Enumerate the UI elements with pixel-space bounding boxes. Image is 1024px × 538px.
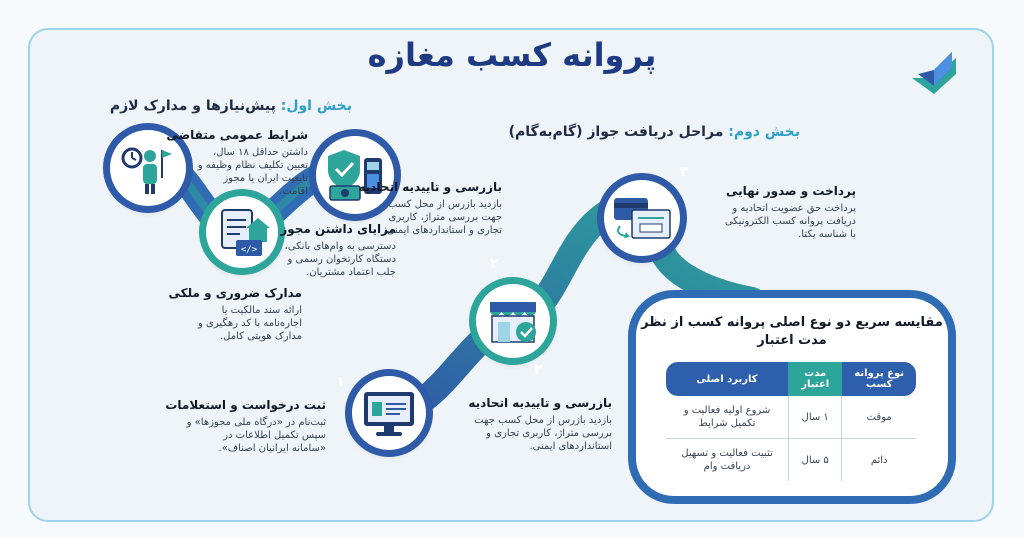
section2-heading: بخش دوم: مراحل دریافت جواز (گام‌به‌گام) xyxy=(508,124,800,140)
step1-text: ثبت‌نام در «درگاه ملی مجوزها» و سپس تکمی… xyxy=(186,417,326,454)
svg-text:</>: </> xyxy=(241,245,258,255)
comparison-table: نوع پروانه کسب مدت اعتبار کاربرد اصلی مو… xyxy=(666,362,916,481)
computer-emblem-icon xyxy=(364,392,414,436)
step-number: ۳ xyxy=(680,164,689,180)
table-row: موقت ۱ سال شروع اولیه فعالیت و تکمیل شرا… xyxy=(666,396,916,439)
step2-lower-text: بازدید بازرس از محل کسب جهت بررسی متراژ،… xyxy=(474,415,612,452)
table-row: دائم ۵ سال تثبیت فعالیت و تسهیل دریافت و… xyxy=(666,439,916,481)
step-number: ۲ xyxy=(490,256,499,272)
storefront-badge-icon xyxy=(490,302,536,343)
header-usage: کاربرد اصلی xyxy=(666,362,789,396)
step-number: ۲ xyxy=(534,362,543,378)
documents-node: </> xyxy=(206,196,278,268)
table-cell: موقت xyxy=(842,396,916,439)
step2-lower-title: بازرسی و تاییدیه اتحادیه xyxy=(468,396,612,410)
requirements-text: داشتن حداقل ۱۸ سال، تعیین تکلیف نظام وظی… xyxy=(197,147,308,197)
comparison-title: مقایسه سریع دو نوع اصلی پروانه کسب از نظ… xyxy=(641,315,943,348)
benefits-node xyxy=(316,136,394,214)
step2-upper-text: بازدید بازرس از محل کسب جهت بررسی متراژ،… xyxy=(383,199,502,236)
inspection-node xyxy=(476,284,550,358)
section1-heading: بخش اول: پیش‌نیازها و مدارک لازم xyxy=(109,98,352,114)
document-house-icon: </> xyxy=(221,209,270,256)
table-header-row: نوع پروانه کسب مدت اعتبار کاربرد اصلی xyxy=(666,362,916,396)
card-certificate-icon xyxy=(614,198,671,239)
shield-money-pos-icon xyxy=(328,150,382,201)
person-clock-flag-icon xyxy=(121,147,172,194)
table-cell: تثبیت فعالیت و تسهیل دریافت وام xyxy=(681,448,773,472)
header-license-type: نوع پروانه کسب xyxy=(842,362,916,396)
table-cell: دائم xyxy=(870,454,888,466)
table-cell: ۵ سال xyxy=(788,439,843,481)
header-validity: مدت اعتبار xyxy=(788,362,843,396)
benefits-text: دسترسی به وام‌های بانکی، دستگاه کارتخوان… xyxy=(284,241,396,278)
benefits-title: مزایای داشتن مجوز xyxy=(280,222,396,236)
step3-title: پرداخت و صدور نهایی xyxy=(725,184,856,198)
documents-text: ارائه سند مالکیت یا اجاره‌نامه با کد رهگ… xyxy=(198,305,302,342)
page-title: پروانه کسب مغازه xyxy=(367,36,657,74)
register-node xyxy=(352,376,426,450)
table-cell: ۱ سال xyxy=(788,396,843,439)
brand-logo-icon xyxy=(912,52,956,94)
requirements-title: شرایط عمومی متقاضی xyxy=(166,128,308,142)
step1-title: ثبت درخواست و استعلامات xyxy=(165,398,326,412)
step-number: ۱ xyxy=(336,374,345,390)
comparison-card: مقایسه سریع دو نوع اصلی پروانه کسب از نظ… xyxy=(636,298,948,496)
documents-title: مدارک ضروری و ملکی xyxy=(168,286,302,300)
step3-text: پرداخت حق عضویت اتحادیه و دریافت پروانه … xyxy=(724,203,856,240)
requirements-node xyxy=(110,130,186,206)
step2-upper-title: بازرسی و تاییدیه اتحادیه xyxy=(358,180,502,194)
payment-node xyxy=(604,180,680,256)
table-cell: شروع اولیه فعالیت و تکمیل شرایط xyxy=(666,396,789,439)
